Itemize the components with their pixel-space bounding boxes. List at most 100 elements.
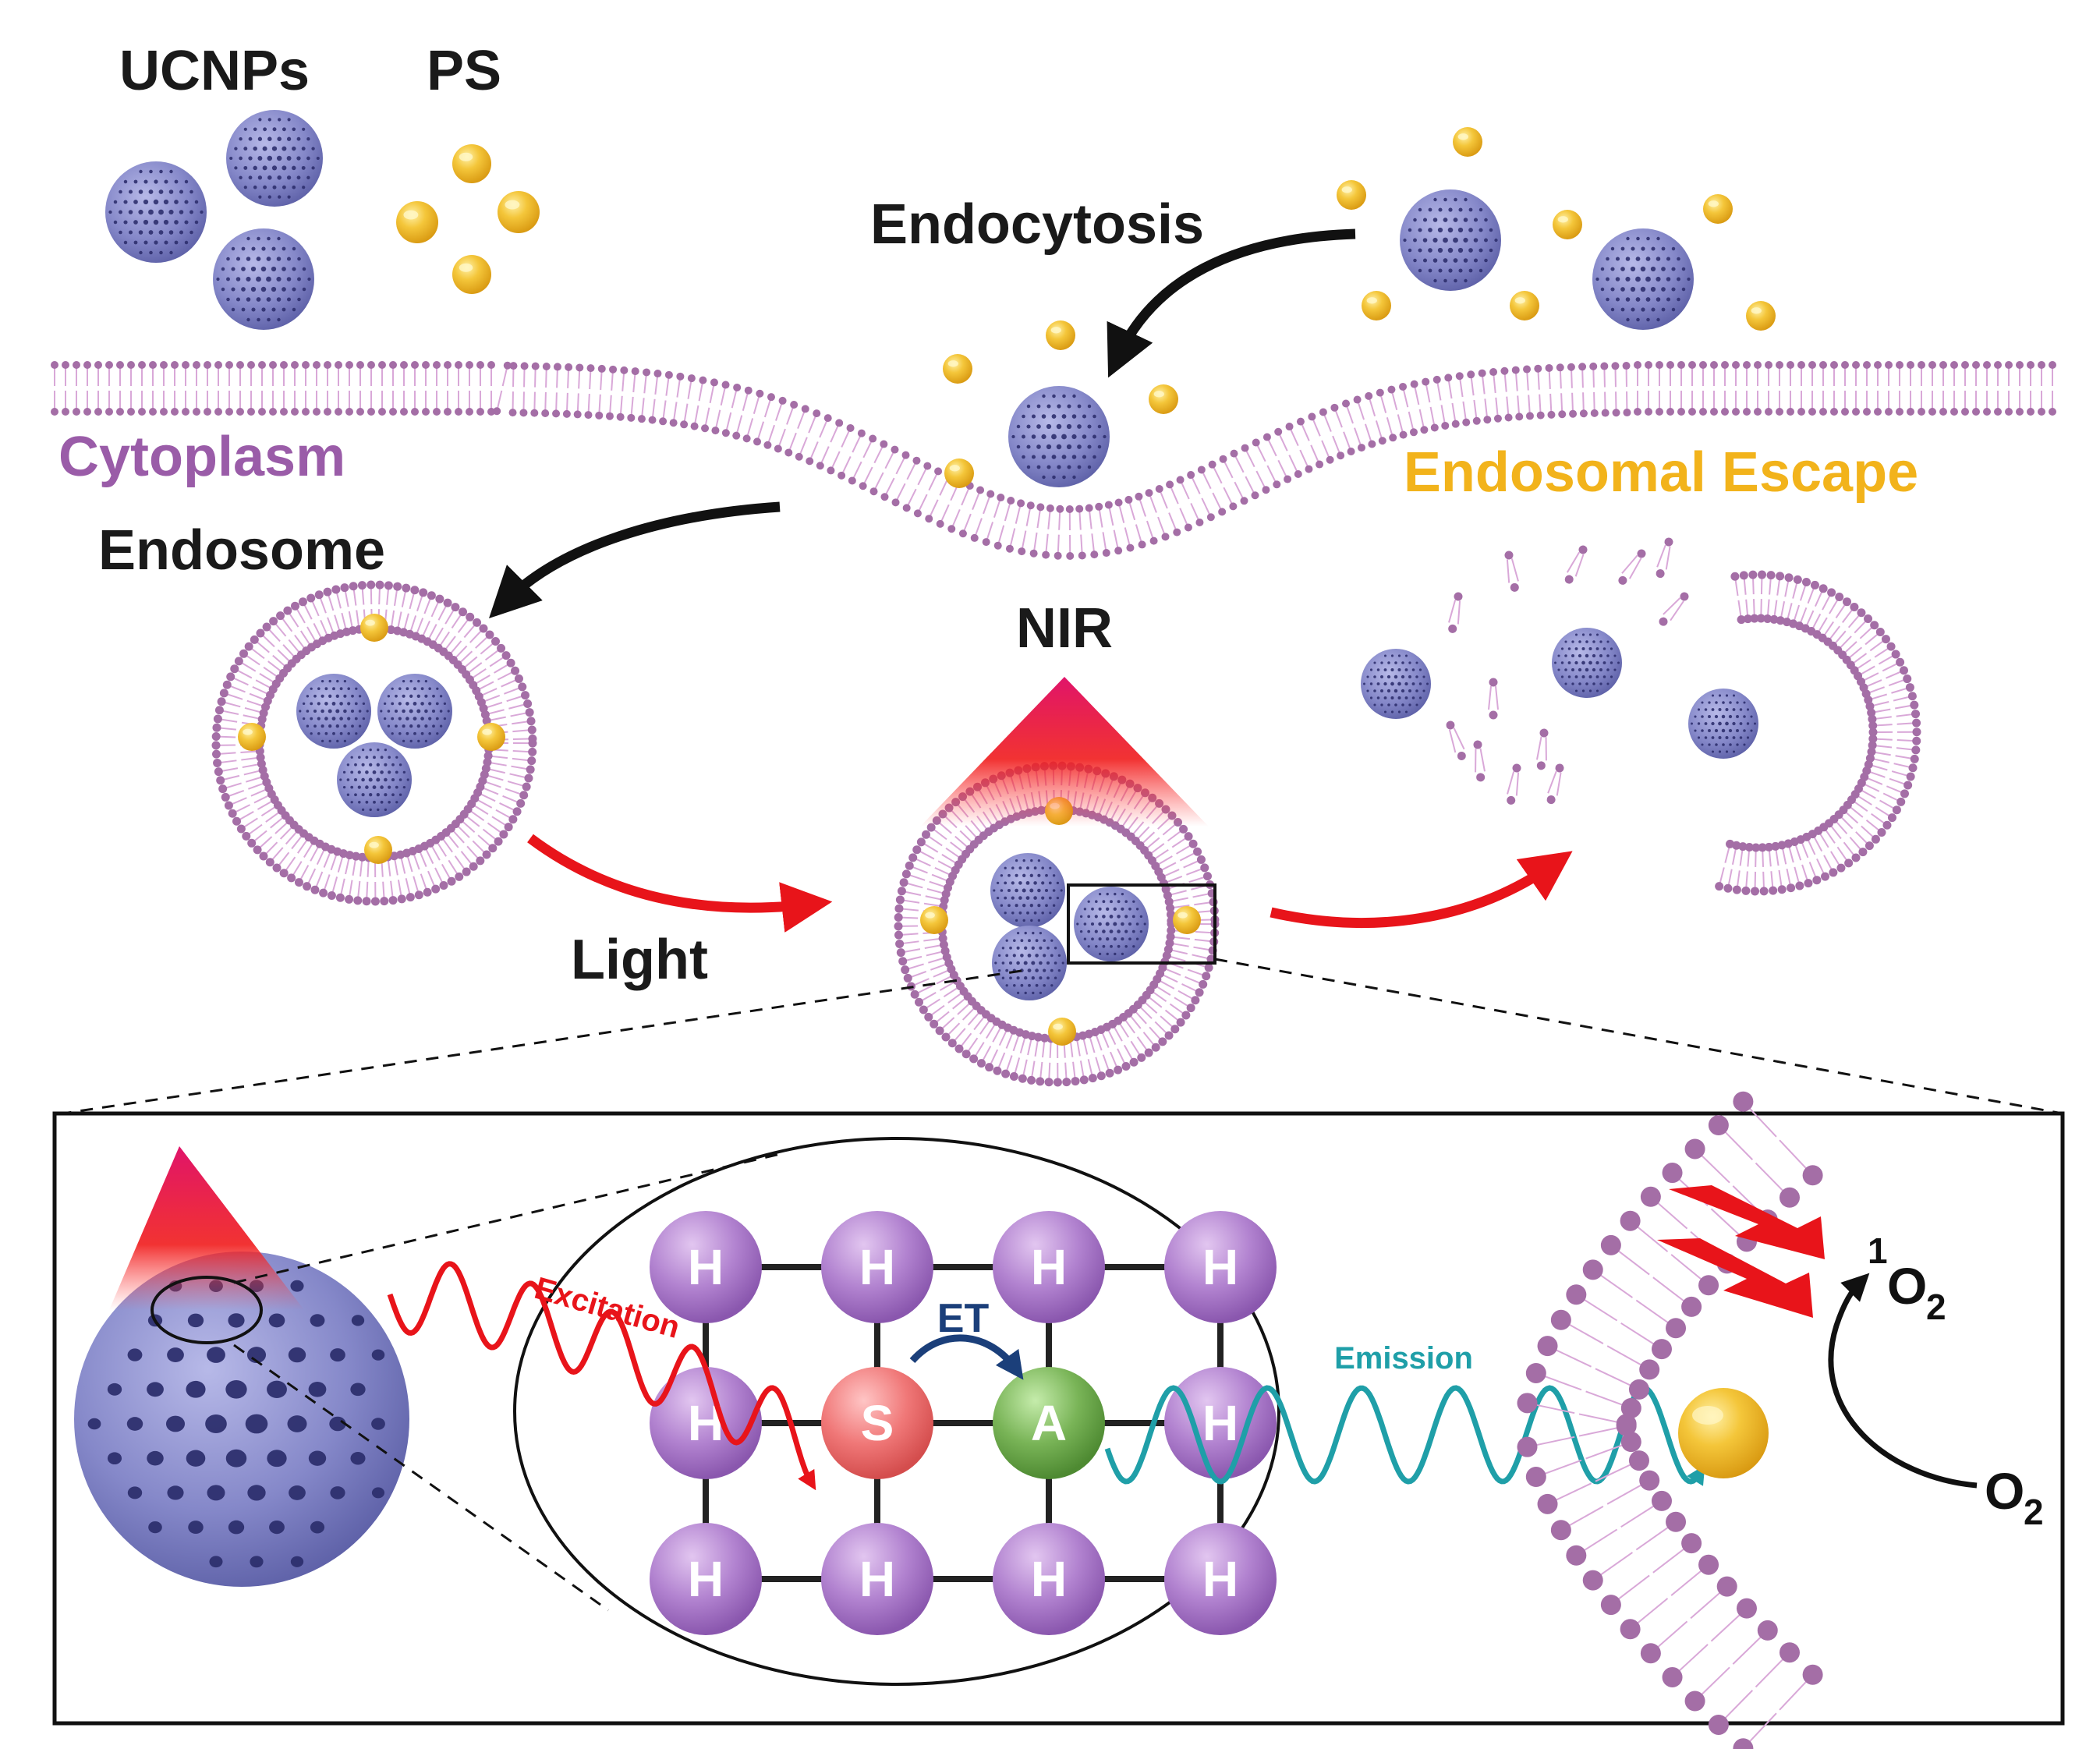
lipid-fragment	[1564, 545, 1588, 584]
ucnp-particle	[1688, 689, 1758, 759]
light-label: Light	[571, 929, 708, 991]
oxygen-conversion-arrow	[1828, 1273, 1978, 1489]
endosome-label: Endosome	[98, 519, 385, 582]
zoom-guide-right	[1214, 958, 2063, 1115]
ion-label: H	[859, 1239, 895, 1295]
endocytosis-label: Endocytosis	[870, 193, 1204, 256]
nir-label: NIR	[1016, 597, 1113, 660]
ucnp-particle	[1074, 887, 1149, 961]
lipid-fragment	[1618, 549, 1646, 585]
singlet-oxygen-label: 1 O 2	[1868, 1230, 1946, 1327]
svg-text:1: 1	[1868, 1230, 1888, 1271]
ucnp-particle	[377, 674, 452, 749]
et-arrow	[909, 1334, 1024, 1380]
magnify-guide-bottom	[233, 1344, 609, 1612]
nir-beam-panel	[109, 1146, 304, 1310]
lipid-fragment	[1448, 592, 1463, 633]
ps-dot	[920, 906, 948, 934]
ps-dot	[943, 354, 972, 384]
ps-dot	[1048, 1018, 1076, 1046]
zoom-panel	[52, 1111, 2065, 1726]
host-ion: H	[1164, 1523, 1277, 1635]
ion-label: H	[1031, 1551, 1067, 1607]
emission-label: Emission	[1334, 1341, 1473, 1375]
host-ion: H	[650, 1211, 762, 1323]
ps-molecule	[1678, 1388, 1769, 1478]
ps-dot	[238, 723, 266, 751]
endosomal-escape-label: Endosomal Escape	[1404, 441, 1918, 504]
endosome-arrow	[489, 501, 781, 618]
excitation-wave	[387, 1261, 816, 1491]
endosome	[211, 580, 537, 906]
host-ion: H	[993, 1211, 1105, 1323]
lipid-fragment	[1659, 592, 1689, 626]
ps-label: PS	[427, 40, 501, 102]
magnify-guide-top	[233, 1152, 781, 1284]
ps-dot	[1453, 127, 1482, 157]
ps-dot	[452, 144, 491, 183]
endocytosis-arrow	[1107, 228, 1356, 378]
activator-ion: A	[993, 1367, 1105, 1479]
ucnp-particle	[296, 674, 371, 749]
ruptured-endosome	[1361, 537, 1921, 896]
ps-dot	[396, 201, 438, 243]
ps-dot	[1703, 194, 1733, 224]
ps-dot	[1362, 291, 1391, 320]
ps-dot	[360, 614, 388, 642]
ps-dot	[1149, 384, 1178, 414]
ps-dot	[1553, 210, 1582, 239]
host-ion: H	[821, 1523, 933, 1635]
lipid-fragment	[1473, 740, 1486, 782]
ion-label: S	[861, 1395, 894, 1451]
lightning-icon	[1657, 1185, 1825, 1318]
oxygen-label: O 2	[1985, 1462, 2044, 1532]
ps-highlight	[1692, 1406, 1723, 1425]
host-ion: H	[821, 1211, 933, 1323]
ucnp-particle	[992, 926, 1067, 1000]
host-ion: H	[1164, 1211, 1277, 1323]
ps-dot	[477, 723, 505, 751]
cytoplasm-label: Cytoplasm	[58, 426, 345, 488]
ps-dot	[1173, 906, 1201, 934]
cell-membrane	[51, 361, 2056, 560]
ps-dot	[944, 458, 974, 488]
ion-label: H	[1202, 1551, 1238, 1607]
host-ion: H	[650, 1523, 762, 1635]
et-label: ET	[937, 1296, 990, 1341]
lipid-fragment	[1488, 678, 1499, 720]
ucnp-particle	[105, 161, 207, 263]
ion-label: H	[688, 1239, 724, 1295]
svg-text:2: 2	[2024, 1492, 2044, 1532]
svg-text:O: O	[1887, 1257, 1927, 1315]
lipid-fragment	[1656, 537, 1673, 579]
svg-text:O: O	[1985, 1462, 2024, 1520]
ion-label: H	[859, 1551, 895, 1607]
ucnp-cluster	[105, 110, 323, 330]
lipid-fragment	[1535, 728, 1549, 770]
ion-label: H	[1202, 1395, 1238, 1451]
ucnp-particle	[226, 110, 323, 207]
svg-text:2: 2	[1926, 1287, 1946, 1327]
lattice-ellipse	[513, 1137, 1280, 1686]
ucnps-label: UCNPs	[119, 40, 310, 102]
lipid-fragment	[1507, 763, 1521, 805]
ion-label: H	[1031, 1239, 1067, 1295]
ps-dot	[498, 191, 540, 233]
ucnp-particle	[1361, 649, 1431, 719]
host-ion: H	[993, 1523, 1105, 1635]
extracellular-particles	[943, 127, 1776, 488]
sensitizer-ion: S	[821, 1367, 933, 1479]
host-ion: H	[650, 1367, 762, 1479]
magnify-circle	[151, 1276, 263, 1344]
ps-dot	[452, 255, 491, 294]
lipid-fragment	[1446, 720, 1466, 760]
ucnp-particle	[990, 853, 1065, 928]
zoom-guide-left	[62, 969, 1022, 1115]
ucnp-particle	[1008, 386, 1110, 487]
ps-dot	[1337, 180, 1366, 210]
ps-dot	[1510, 291, 1539, 320]
lipid-fragment	[1546, 763, 1564, 805]
ucnp-particle	[1592, 228, 1694, 330]
